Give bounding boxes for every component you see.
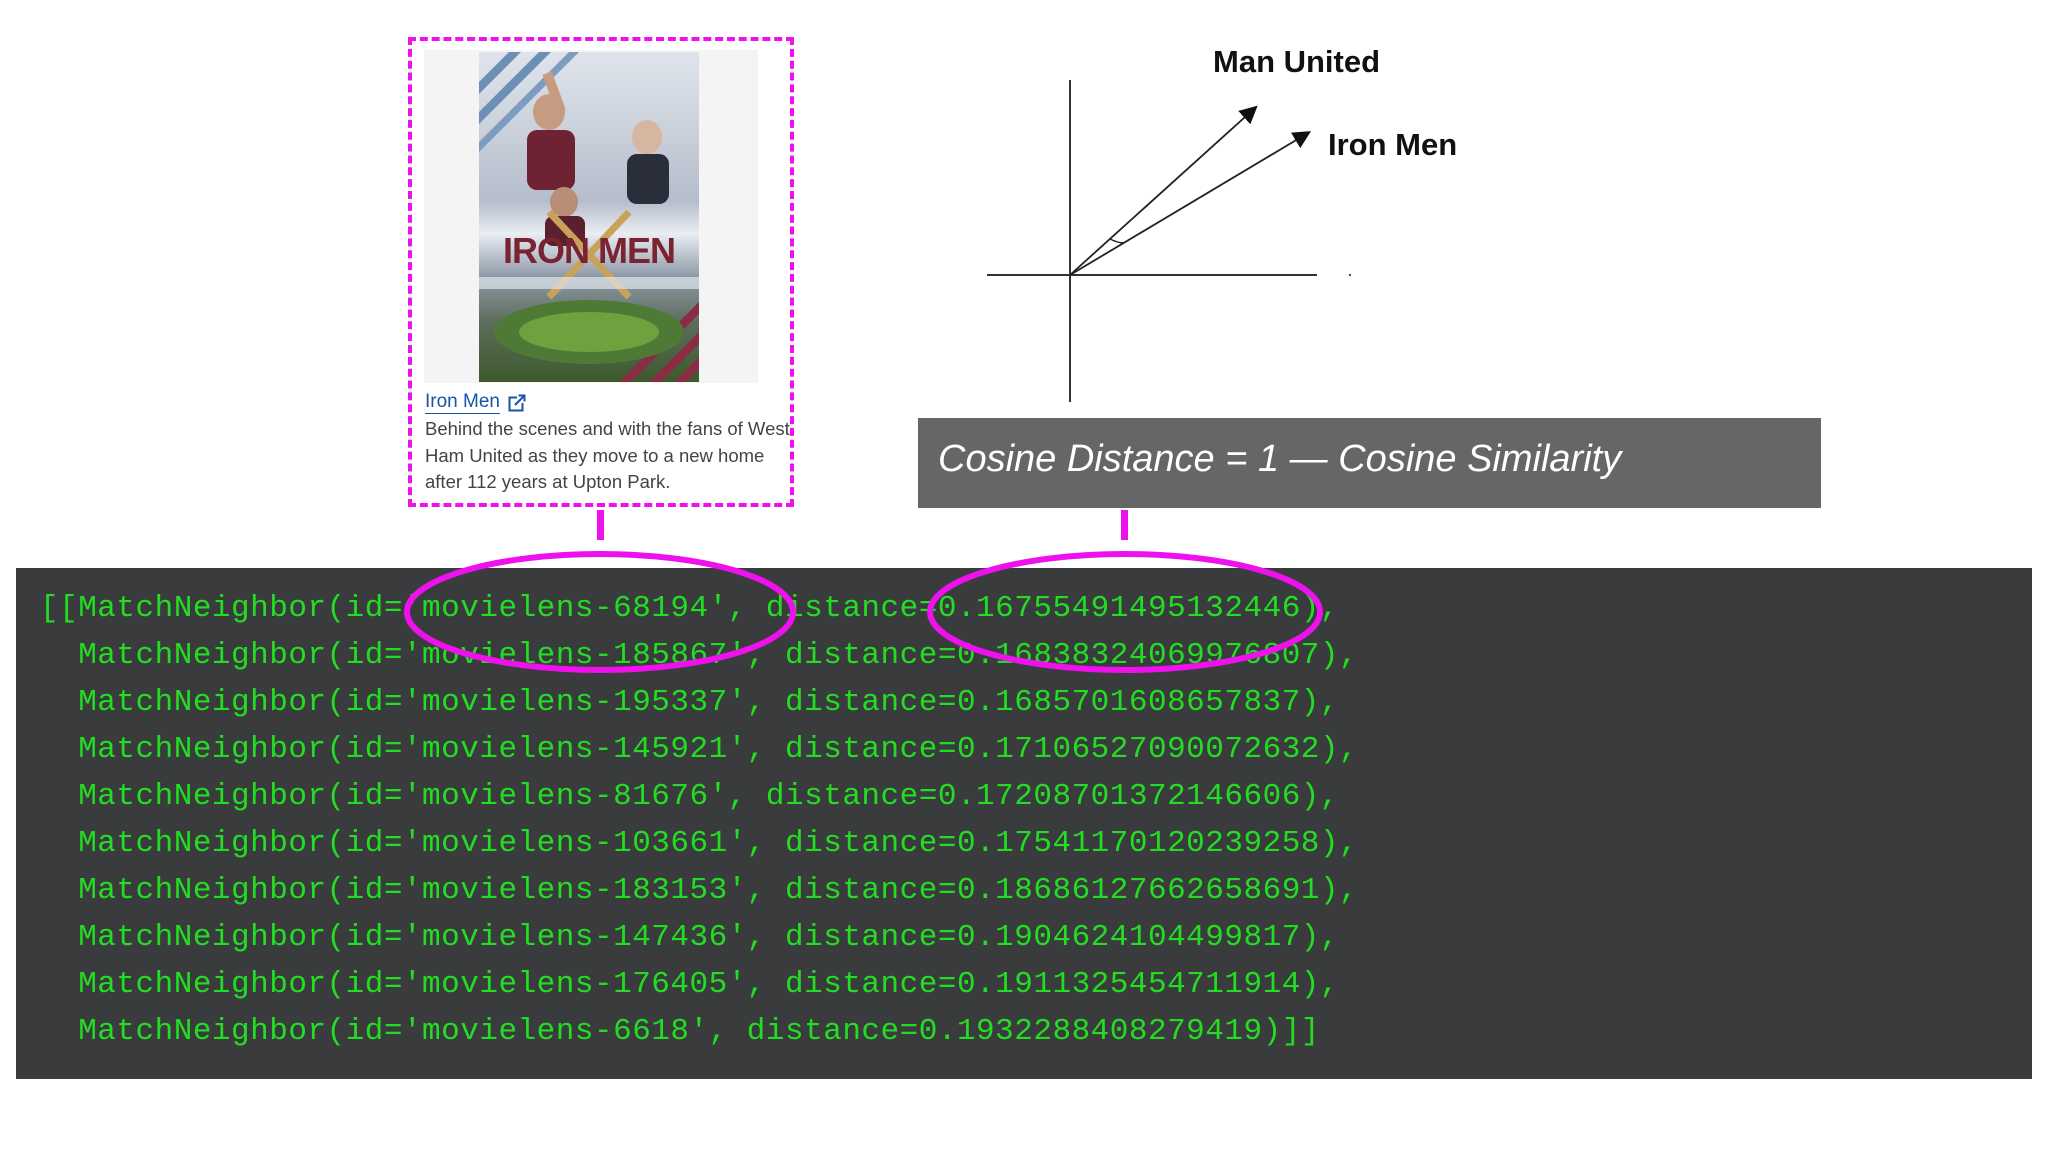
code-line: MatchNeighbor(id='movielens-176405', dis… bbox=[40, 967, 1340, 1002]
code-line: [[MatchNeighbor(id='movielens-68194', di… bbox=[40, 591, 1340, 626]
card-connector bbox=[597, 510, 604, 540]
code-line: MatchNeighbor(id='movielens-81676', dist… bbox=[40, 779, 1340, 814]
code-line: MatchNeighbor(id='movielens-103661', dis… bbox=[40, 826, 1359, 861]
code-line: MatchNeighbor(id='movielens-185867', dis… bbox=[40, 638, 1359, 673]
vector-diagram bbox=[987, 80, 1352, 402]
vector-label-iron-men: Iron Men bbox=[1328, 127, 1458, 162]
vector-label-man-united: Man United bbox=[1213, 44, 1381, 79]
external-link-icon[interactable] bbox=[508, 394, 526, 412]
formula-connector bbox=[1121, 510, 1128, 540]
angle-arc bbox=[1109, 238, 1125, 244]
man-united-vector bbox=[1069, 105, 1258, 276]
code-line: MatchNeighbor(id='movielens-183153', dis… bbox=[40, 873, 1359, 908]
movie-link[interactable]: Iron Men bbox=[425, 391, 500, 414]
code-line: MatchNeighbor(id='movielens-145921', dis… bbox=[40, 732, 1359, 767]
movie-description: Behind the scenes and with the fans of W… bbox=[425, 418, 790, 492]
poster-frame: IRON MEN bbox=[424, 50, 758, 383]
movie-card-highlight-box bbox=[408, 37, 794, 507]
formula-banner: Cosine Distance = 1 — Cosine Similarity bbox=[918, 418, 1821, 508]
code-line: MatchNeighbor(id='movielens-195337', dis… bbox=[40, 685, 1340, 720]
code-line: MatchNeighbor(id='movielens-147436', dis… bbox=[40, 920, 1340, 955]
iron-men-vector bbox=[1069, 131, 1312, 276]
poster-art bbox=[479, 52, 699, 382]
code-output-panel: [[MatchNeighbor(id='movielens-68194', di… bbox=[16, 568, 2032, 1079]
poster-title: IRON MEN bbox=[503, 230, 676, 271]
movie-poster: IRON MEN bbox=[479, 52, 699, 382]
code-line: MatchNeighbor(id='movielens-6618', dista… bbox=[40, 1014, 1320, 1049]
code-lines: [[MatchNeighbor(id='movielens-68194', di… bbox=[16, 568, 2032, 1079]
formula-text: Cosine Distance = 1 — Cosine Similarity bbox=[938, 438, 1622, 480]
